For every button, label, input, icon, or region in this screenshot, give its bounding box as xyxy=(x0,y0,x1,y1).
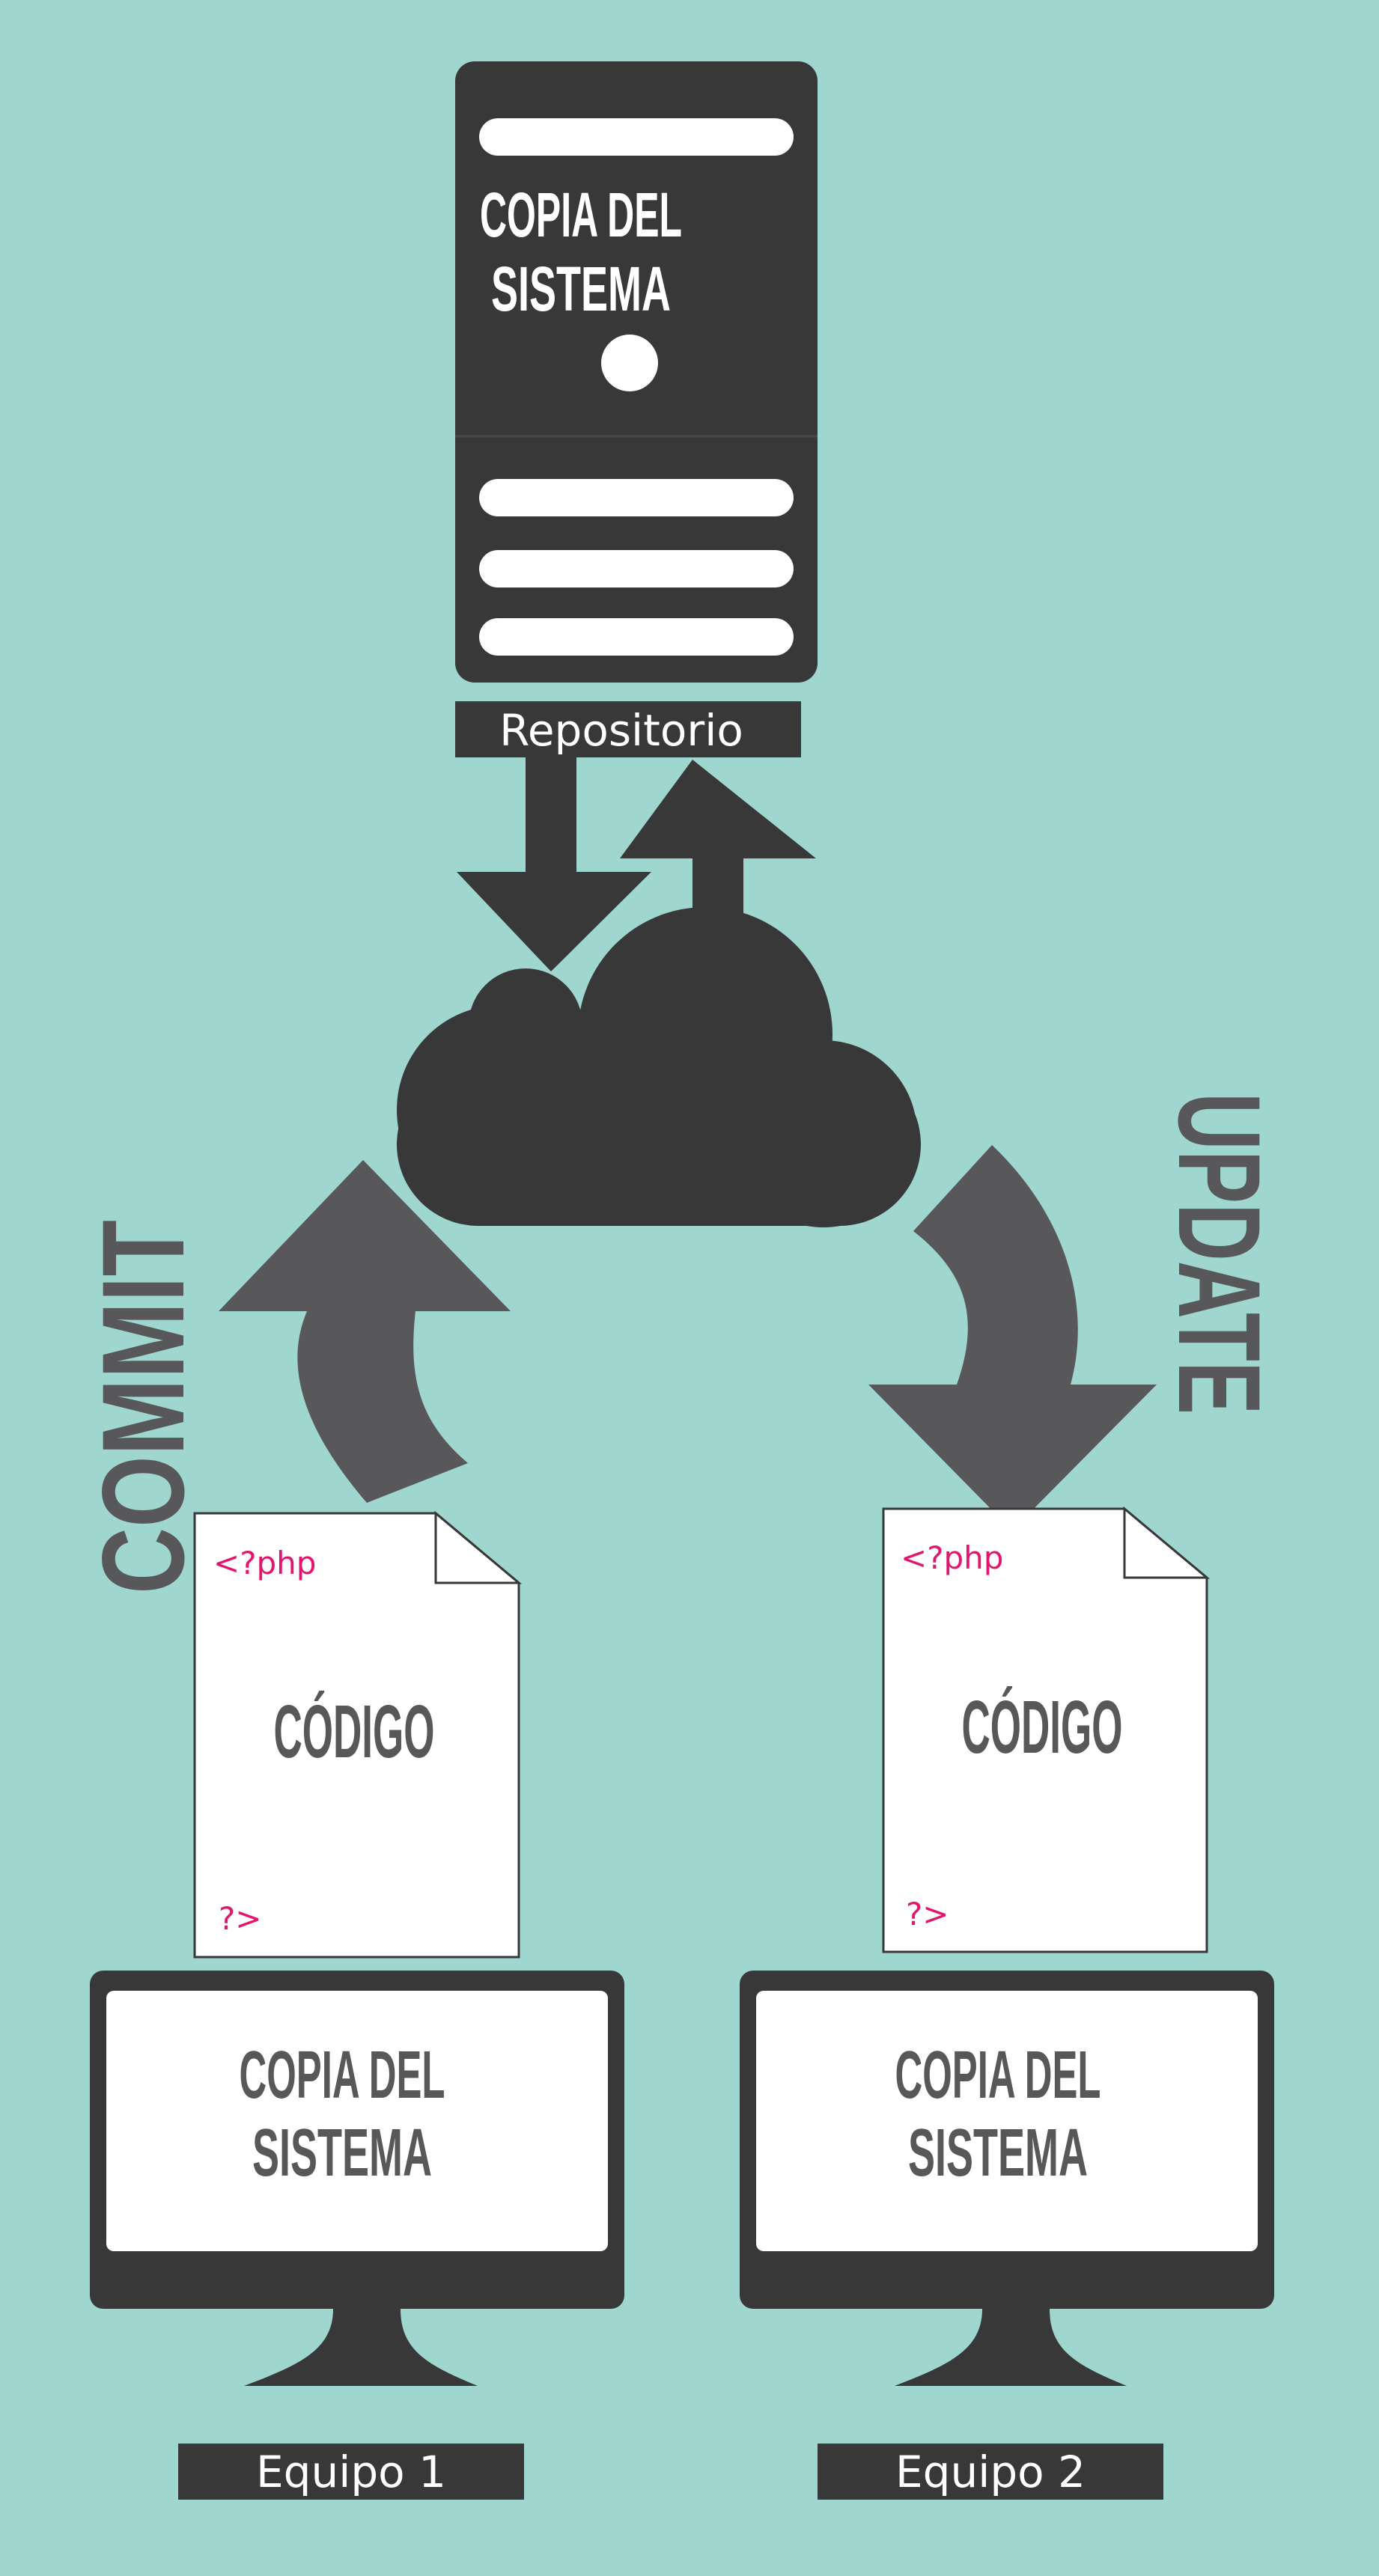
repository-label-text: Repositorio xyxy=(499,705,743,756)
computer-2-label-text: Equipo 2 xyxy=(895,2447,1086,2497)
document-1-close-tag: ?> xyxy=(219,1900,261,1937)
computer-1-label-text: Equipo 1 xyxy=(256,2447,446,2497)
monitor-1-title-line1: COPIA DEL xyxy=(240,2038,445,2113)
update-label: UPDATE xyxy=(1154,1093,1284,1414)
server-title-line1: COPIA DEL xyxy=(480,180,682,250)
server-slot xyxy=(479,618,794,656)
document-1-title: CÓDIGO xyxy=(274,1690,435,1774)
cloud-icon xyxy=(397,907,921,1227)
server-slot xyxy=(479,118,794,156)
monitor-icon xyxy=(740,1971,1274,2386)
monitor-screen xyxy=(756,1991,1258,2251)
repository-label: Repositorio xyxy=(455,701,801,757)
server-power-light xyxy=(601,335,658,391)
monitor-icon xyxy=(90,1971,624,2386)
document-2-title: CÓDIGO xyxy=(962,1685,1123,1769)
monitor-1-title-line2: SISTEMA xyxy=(252,2116,432,2191)
server-icon xyxy=(455,61,818,683)
monitor-2-title-line2: SISTEMA xyxy=(908,2116,1088,2191)
document-1-open-tag: <?php xyxy=(213,1545,316,1581)
server-slot xyxy=(479,550,794,587)
computer-1-label: Equipo 1 xyxy=(178,2444,524,2500)
monitor-2-title-line1: COPIA DEL xyxy=(895,2038,1101,2113)
monitor-screen xyxy=(106,1991,608,2251)
document-icon xyxy=(882,1506,1211,1953)
document-2-close-tag: ?> xyxy=(906,1896,949,1932)
update-arrow-icon xyxy=(868,1145,1157,1530)
commit-label: COMMIT xyxy=(79,1220,209,1594)
commit-arrow-icon xyxy=(219,1160,511,1503)
document-icon xyxy=(193,1510,523,1959)
server-slot xyxy=(479,479,794,516)
arrow-up-icon xyxy=(620,760,816,950)
arrow-down-icon xyxy=(457,757,651,971)
document-2-open-tag: <?php xyxy=(901,1539,1003,1576)
computer-2-label: Equipo 2 xyxy=(818,2444,1163,2500)
server-title-line2: SISTEMA xyxy=(491,254,671,324)
